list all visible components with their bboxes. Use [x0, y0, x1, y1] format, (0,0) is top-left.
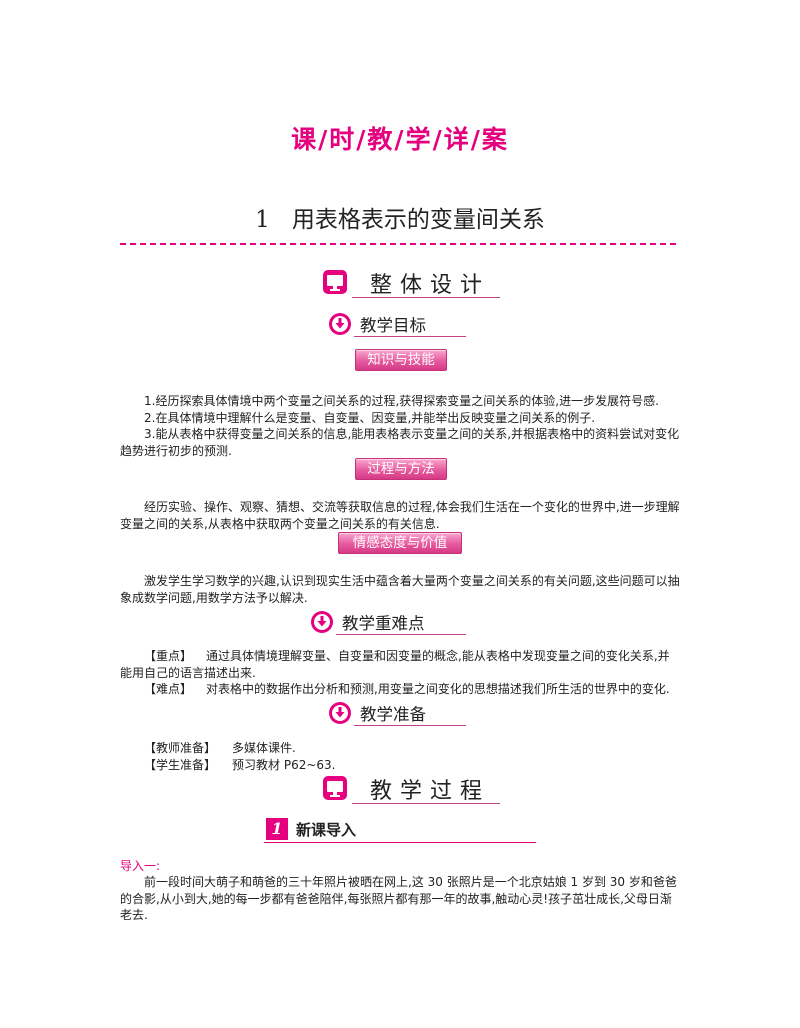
emotion-values-label: 情感态度与价值观: [338, 532, 462, 571]
heading-underline: [336, 634, 466, 635]
objectives-title: 教学目标: [360, 316, 426, 335]
key-points-title: 教学重难点: [342, 614, 425, 633]
title-dashed-rule: [120, 243, 676, 245]
down-arrow-circle-icon: [329, 313, 351, 335]
section-process-title: 教学过程: [370, 779, 491, 804]
student-text: 预习教材 P62~63.: [232, 757, 336, 772]
student-preparation: 【学生准备】预习教材 P62~63.: [120, 757, 680, 774]
objectives-heading: 教学目标: [328, 310, 468, 338]
preparation-body: 【教师准备】 多媒体课件. 【学生准备】预习教材 P62~63.: [120, 740, 680, 773]
section-overall-title: 整体设计: [370, 273, 491, 298]
focus-point: 【重点】通过具体情境理解变量、自变量和因变量的概念,能从表格中发现变量之间的变化…: [120, 648, 680, 681]
process-method-text: 经历实验、操作、观察、猜想、交流等获取信息的过程,体会我们生活在一个变化的世界中…: [120, 500, 680, 531]
section-number-badge: 1: [266, 818, 288, 840]
section-overall-heading: 整体设计: [322, 267, 502, 301]
teacher-tag: 【教师准备】: [144, 741, 217, 755]
key-points-body: 【重点】通过具体情境理解变量、自变量和因变量的概念,能从表格中发现变量之间的变化…: [120, 648, 680, 698]
down-arrow-circle-icon: [329, 702, 351, 724]
heading-underline: [354, 336, 466, 337]
heading-underline: [352, 297, 500, 298]
heading-underline: [352, 803, 500, 804]
objective-item-1: 1.经历探索具体情境中两个变量之间关系的过程,获得探索变量之间关系的体验,进一步…: [144, 394, 659, 408]
focus-tag: 【重点】: [144, 649, 193, 663]
new-lesson-title: 新课导入: [296, 821, 357, 839]
lesson-title: 1 用表格表示的变量间关系: [0, 200, 800, 234]
key-points-heading: 教学重难点: [310, 608, 470, 636]
preparation-heading: 教学准备: [328, 699, 468, 727]
knowledge-skills-list: 1.经历探索具体情境中两个变量之间关系的过程,获得探索变量之间关系的体验,进一步…: [120, 393, 680, 459]
teacher-preparation: 【教师准备】 多媒体课件.: [120, 740, 680, 757]
lesson-title-text: 用表格表示的变量间关系: [291, 207, 545, 233]
teacher-text: 多媒体课件.: [232, 741, 296, 755]
difficulty-text: 对表格中的数据作出分析和预测,用变量之间变化的思想描述我们所生活的世界中的变化.: [206, 682, 670, 696]
down-arrow-circle-icon: [311, 611, 333, 633]
monitor-icon: [323, 776, 347, 800]
top-banner: 课/时/教/学/详/案: [291, 125, 509, 154]
focus-text: 通过具体情境理解变量、自变量和因变量的概念,能从表格中发现变量之间的变化关系,并…: [120, 649, 670, 680]
monitor-icon: [323, 270, 347, 294]
difficulty-point: 【难点】对表格中的数据作出分析和预测,用变量之间变化的思想描述我们所生活的世界中…: [120, 681, 680, 698]
objective-item-2: 2.在具体情境中理解什么是变量、自变量、因变量,并能举出反映变量之间关系的例子.: [144, 410, 596, 425]
heading-underline: [354, 725, 466, 726]
objective-item-3: 3.能从表格中获得变量之间关系的信息,能用表格表示变量之间的关系,并根据表格中的…: [120, 427, 680, 458]
student-tag: 【学生准备】: [144, 757, 217, 772]
intro-label: 导入一:: [120, 859, 161, 873]
preparation-title: 教学准备: [360, 705, 426, 724]
new-lesson-underline: [264, 842, 536, 843]
difficulty-tag: 【难点】: [144, 682, 193, 696]
section-process-heading: 教学过程: [322, 773, 502, 807]
intro-text: 前一段时间大萌子和萌爸的三十年照片被晒在网上,这 30 张照片是一个北京姑娘 1…: [120, 875, 677, 922]
lesson-number: 1: [255, 207, 270, 233]
emotion-values-text: 激发学生学习数学的兴趣,认识到现实生活中蕴含着大量两个变量之间关系的有关问题,这…: [120, 574, 680, 605]
process-method-label: 过程与方法: [355, 458, 447, 480]
knowledge-skills-label: 知识与技能: [355, 349, 447, 371]
